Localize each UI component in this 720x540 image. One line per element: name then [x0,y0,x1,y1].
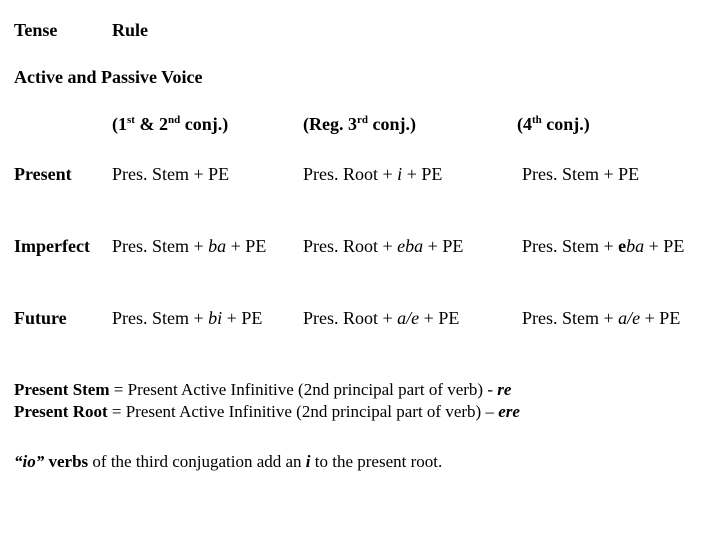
cell-future-conj12: Pres. Stem + bi + PE [112,308,262,329]
col-header-conj3: (Reg. 3rd conj.) [303,114,416,135]
cell-italic: ba [208,236,227,256]
cell-text: Pres. Stem + [112,236,209,256]
cell-text: + PE [226,236,267,256]
io-i: i [305,452,311,471]
col-header-conj12: (1st & 2nd conj.) [112,114,228,135]
conj12-text: (1 [112,114,127,134]
row-label-imperfect: Imperfect [14,236,90,256]
cell-present-conj3: Pres. Root + i + PE [303,164,442,185]
section-title: Active and Passive Voice [14,67,203,87]
note-io-verbs: “io” verbs of the third conjugation add … [14,451,442,473]
cell-text: Pres. Root + [303,236,398,256]
cell-italic: i [397,164,403,184]
cell-future-conj3: Pres. Root + a/e + PE [303,308,459,329]
cell-text: Pres. Root + [303,308,398,328]
conj12-text3: conj.) [180,114,229,134]
cell-text: + PE [423,236,464,256]
io-verbs-word: verbs [44,452,89,471]
cell-text: + PE [222,308,263,328]
conj4-text: (4 [517,114,532,134]
conj12-sup-nd: nd [167,114,181,126]
cell-text: Pres. Root + [303,164,398,184]
cell-imperfect-conj4: Pres. Stem + eba + PE [522,236,684,257]
conj12-sup-st: st [127,114,135,126]
col-header-conj4: (4th conj.) [517,114,590,135]
col-header-tense: Tense [14,20,58,40]
conj3-text2: conj.) [367,114,416,134]
cell-present-conj12: Pres. Stem + PE [112,164,230,184]
cell-text: + PE [419,308,460,328]
cell-text: + PE [644,236,685,256]
cell-present-conj4: Pres. Stem + PE [522,164,640,184]
cell-imperfect-conj3: Pres. Root + eba + PE [303,236,463,257]
col-header-rule: Rule [112,20,148,40]
conj4-text2: conj.) [541,114,590,134]
note-text: = Present Active Infinitive (2nd princip… [107,402,499,421]
cell-text: Pres. Stem + [112,308,209,328]
row-label-future: Future [14,308,67,328]
note-term: Present Stem [14,380,110,399]
cell-future-conj4: Pres. Stem + a/e + PE [522,308,680,329]
cell-italic: a/e [397,308,420,328]
cell-imperfect-conj12: Pres. Stem + ba + PE [112,236,266,257]
cell-italic: eba [397,236,424,256]
cell-bold: e [618,236,627,256]
note-present-root: Present Root = Present Active Infinitive… [14,401,520,423]
cell-text: Pres. Stem + [522,308,619,328]
conj12-text2: & 2 [134,114,168,134]
io-text: of the third conjugation add an [88,452,306,471]
io-text-end: to the present root. [310,452,443,471]
conj4-sup-th: th [532,114,542,126]
cell-text: Pres. Stem + [522,236,619,256]
note-text: = Present Active Infinitive (2nd princip… [109,380,498,399]
note-present-stem: Present Stem = Present Active Infinitive… [14,379,511,401]
cell-text: + PE [640,308,681,328]
note-suffix: ere [498,402,520,421]
cell-italic: bi [208,308,223,328]
row-label-present: Present [14,164,72,184]
cell-text: + PE [402,164,443,184]
cell-italic: a/e [618,308,641,328]
note-term: Present Root [14,402,108,421]
io-term: “io” [14,452,45,471]
conj3-sup-rd: rd [356,114,368,126]
note-suffix: re [497,380,512,399]
cell-italic: ba [626,236,645,256]
conj3-text: (Reg. 3 [303,114,357,134]
